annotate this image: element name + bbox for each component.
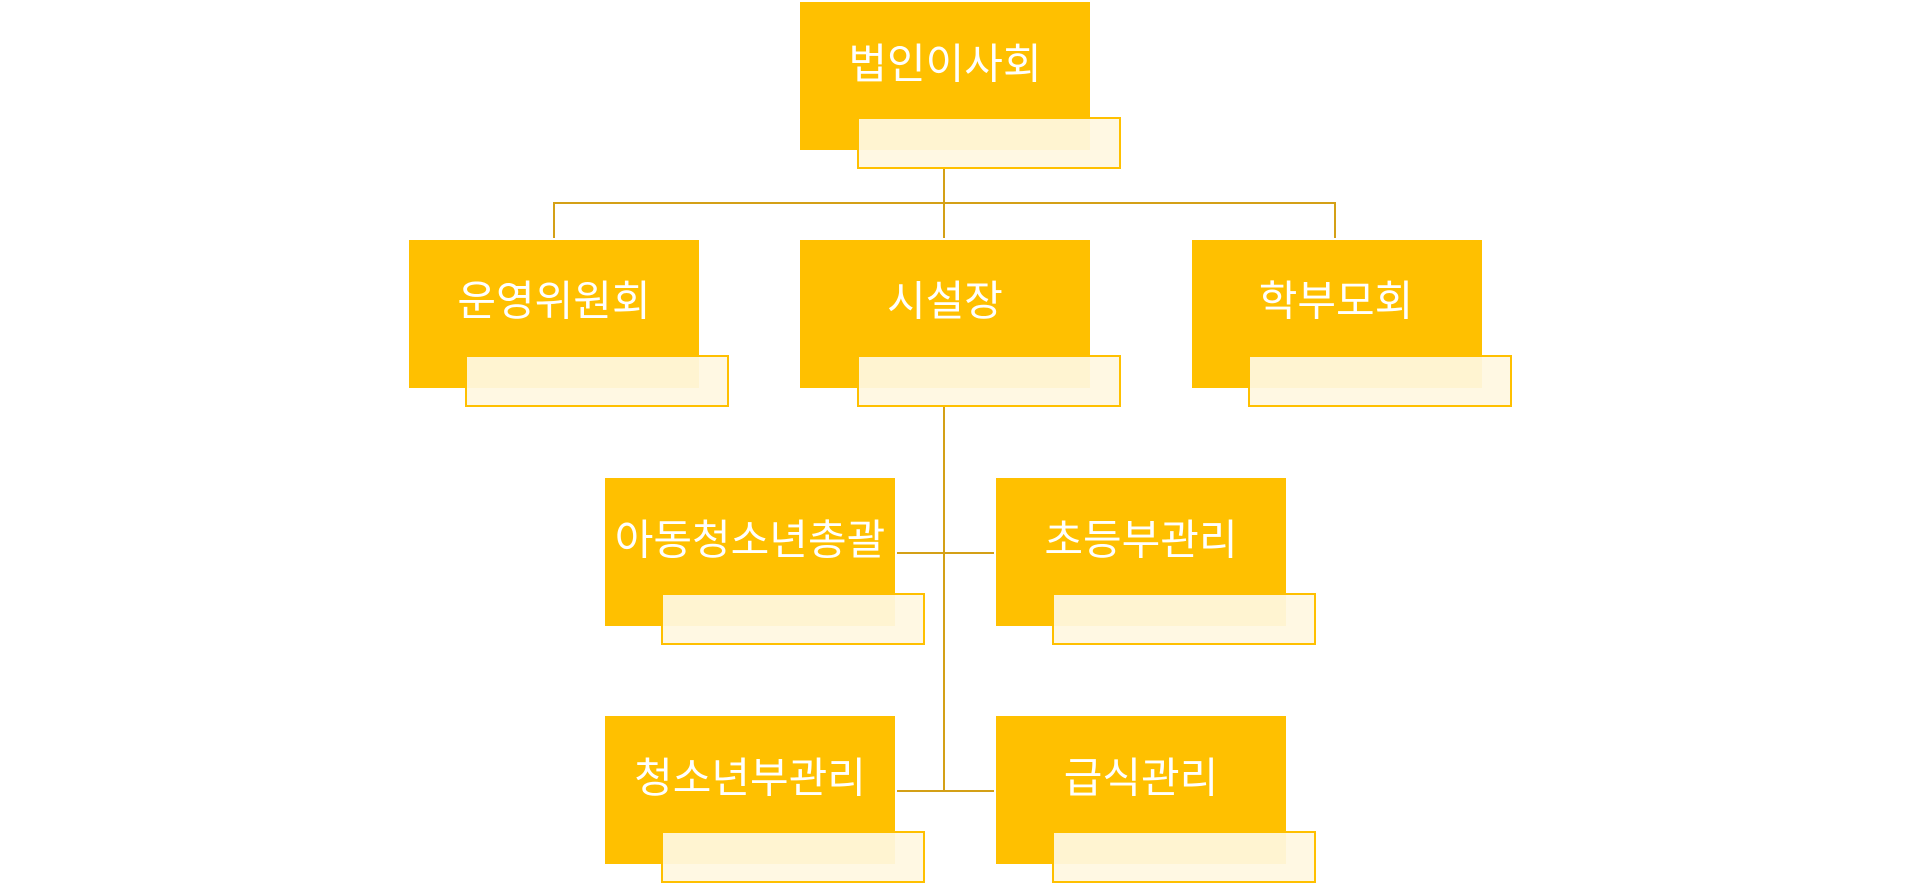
node-label: 법인이사회 [848,40,1041,89]
node-label: 학부모회 [1259,277,1414,326]
node-label: 운영위원회 [457,277,650,326]
connector-lines [553,168,1336,792]
node-meal-management[interactable]: 급식관리 [996,716,1316,883]
node-elementary-management[interactable]: 초등부관리 [996,478,1316,645]
node-subtitle-box [1052,831,1316,883]
node-subtitle-box [661,593,925,645]
node-subtitle-box [857,117,1121,169]
node-label: 급식관리 [1064,754,1219,803]
node-label: 아동청소년총괄 [615,516,885,565]
node-label: 청소년부관리 [634,754,866,803]
node-facility-director[interactable]: 시설장 [800,240,1121,407]
node-subtitle-box [465,355,729,407]
connector-level1-bus [553,202,1336,238]
node-label: 시설장 [887,277,1003,326]
node-parents-association[interactable]: 학부모회 [1192,240,1512,407]
node-operations-committee[interactable]: 운영위원회 [409,240,729,407]
node-subtitle-box [1052,593,1316,645]
node-youth-management[interactable]: 청소년부관리 [605,716,925,883]
node-subtitle-box [1248,355,1512,407]
node-child-youth-general[interactable]: 아동청소년총괄 [605,478,925,645]
node-subtitle-box [857,355,1121,407]
node-subtitle-box [661,831,925,883]
node-root[interactable]: 법인이사회 [800,2,1121,169]
node-label: 초등부관리 [1044,516,1237,565]
